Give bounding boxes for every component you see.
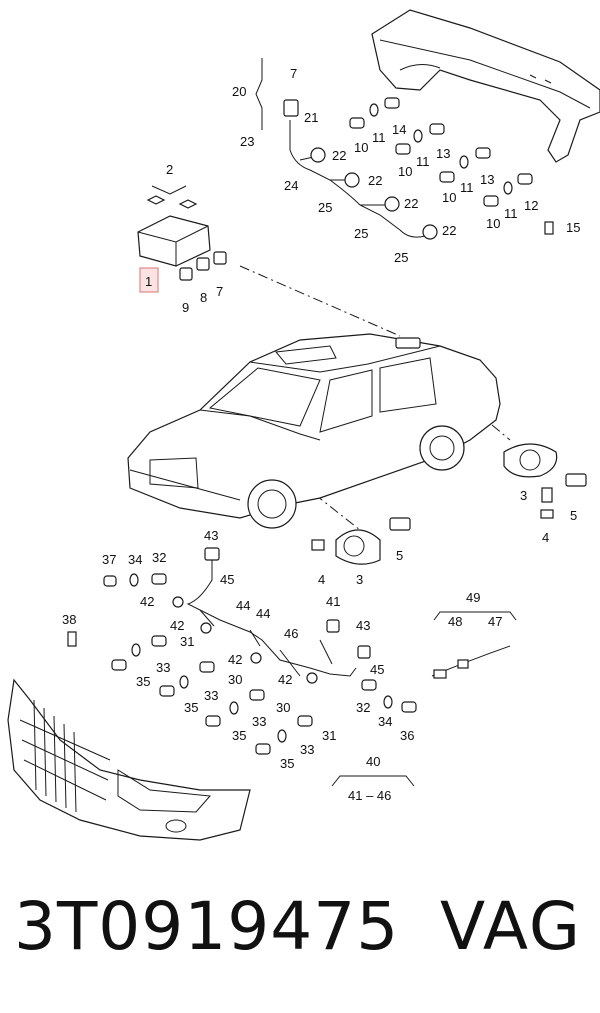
- callout-8: 8: [200, 290, 207, 305]
- rear-buzzer: [503, 443, 587, 519]
- callout-44: 44: [236, 598, 250, 613]
- callout-7: 7: [290, 66, 297, 81]
- callout-11: 11: [372, 130, 386, 145]
- callout-25: 25: [394, 250, 408, 265]
- front-wiring-harness: [172, 547, 371, 684]
- range-bracket: [151, 185, 187, 195]
- callout-22: 22: [368, 173, 382, 188]
- callout-42: 42: [140, 594, 154, 609]
- callout-10: 10: [486, 216, 500, 231]
- callout-9: 9: [182, 300, 189, 315]
- callout-42: 42: [228, 652, 242, 667]
- callout-25: 25: [318, 200, 332, 215]
- callout-38: 38: [62, 612, 76, 627]
- range-bracket: [331, 775, 415, 787]
- callout-33: 33: [156, 660, 170, 675]
- callout-5: 5: [570, 508, 577, 523]
- callout-43: 43: [356, 618, 370, 633]
- callout-10: 10: [398, 164, 412, 179]
- callout-41: 41: [326, 594, 340, 609]
- callout-40: 40: [366, 754, 380, 769]
- callout-5: 5: [396, 548, 403, 563]
- callout-2: 2: [166, 162, 173, 177]
- callout-14: 14: [392, 122, 406, 137]
- callout-35: 35: [184, 700, 198, 715]
- callout-31: 31: [180, 634, 194, 649]
- callout-22: 22: [404, 196, 418, 211]
- callout-11: 11: [460, 180, 474, 195]
- control-module: [137, 195, 227, 293]
- rear-bumper: [371, 9, 600, 163]
- callout-12: 12: [524, 198, 538, 213]
- callout-7: 7: [216, 284, 223, 299]
- callout-34: 34: [128, 552, 142, 567]
- front-sensors: [67, 573, 417, 755]
- callout-10: 10: [354, 140, 368, 155]
- callout-33: 33: [204, 688, 218, 703]
- rear-sensors: [349, 97, 554, 235]
- callout-31: 31: [322, 728, 336, 743]
- callout-48: 48: [448, 614, 462, 629]
- car-illustration: [127, 333, 501, 529]
- callout-34: 34: [378, 714, 392, 729]
- callout-21: 21: [304, 110, 318, 125]
- callout-1: 1: [145, 274, 152, 289]
- callout-35: 35: [232, 728, 246, 743]
- callout-25: 25: [354, 226, 368, 241]
- callout-45: 45: [370, 662, 384, 677]
- callout-22: 22: [332, 148, 346, 163]
- callout-32: 32: [356, 700, 370, 715]
- callout-3: 3: [356, 572, 363, 587]
- part-number: 3T0919475: [14, 888, 400, 965]
- rear-wiring-harness: [283, 99, 438, 240]
- callout-10: 10: [442, 190, 456, 205]
- callout-44: 44: [256, 606, 270, 621]
- callout-30: 30: [276, 700, 290, 715]
- callout-22: 22: [442, 223, 456, 238]
- callout-37: 37: [102, 552, 116, 567]
- callout-20: 20: [232, 84, 246, 99]
- callout-4: 4: [542, 530, 549, 545]
- callout-43: 43: [204, 528, 218, 543]
- callout-42: 42: [278, 672, 292, 687]
- callout-32: 32: [152, 550, 166, 565]
- callout-11: 11: [504, 206, 518, 221]
- cable-tie-assembly: [431, 611, 517, 679]
- callout-3: 3: [520, 488, 527, 503]
- callout-11: 11: [416, 154, 430, 169]
- callout-35: 35: [280, 756, 294, 771]
- callout-4: 4: [318, 572, 325, 587]
- callout-42: 42: [170, 618, 184, 633]
- callout-46: 46: [284, 626, 298, 641]
- callout-13: 13: [436, 146, 450, 161]
- callout-36: 36: [400, 728, 414, 743]
- front-buzzer: [311, 517, 411, 565]
- callout-13: 13: [480, 172, 494, 187]
- leader-line: [239, 265, 401, 337]
- range-bracket: [255, 58, 263, 130]
- callout-45: 45: [220, 572, 234, 587]
- callout-47: 47: [488, 614, 502, 629]
- callout-40-range: 41 – 46: [348, 788, 391, 803]
- callout-35: 35: [136, 674, 150, 689]
- callout-24: 24: [284, 178, 298, 193]
- callout-33: 33: [300, 742, 314, 757]
- callout-30: 30: [228, 672, 242, 687]
- brand-name: VAG: [439, 888, 582, 965]
- callout-33: 33: [252, 714, 266, 729]
- callout-15: 15: [566, 220, 580, 235]
- front-bumper: [7, 678, 251, 841]
- callout-23: 23: [240, 134, 254, 149]
- callout-49: 49: [466, 590, 480, 605]
